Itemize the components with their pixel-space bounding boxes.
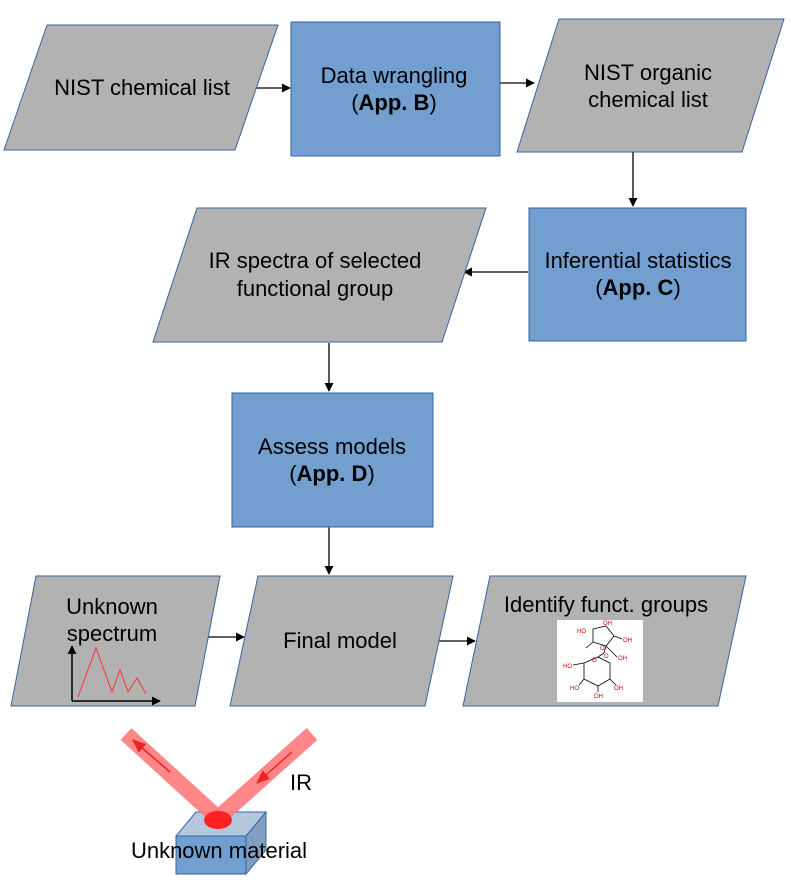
node-nist-organic-chemical-list: NIST organic chemical list [516, 18, 785, 153]
node-label: Data wrangling [321, 63, 468, 88]
molecule-structure-icon: HO OH O O OH OH HO O OH HO OH [557, 620, 643, 702]
node-label-line2: chemical list [588, 87, 708, 112]
node-label-line1: Unknown [66, 594, 158, 619]
node-data-wrangling: Data wrangling (App. B) [290, 21, 501, 157]
unknown-material-label: Unknown material [131, 838, 307, 863]
svg-text:OH: OH [603, 621, 612, 627]
node-label-line1: NIST organic [584, 60, 712, 85]
svg-text:O: O [592, 658, 597, 664]
node-inferential-statistics: Inferential statistics (App. C) [528, 207, 747, 342]
svg-text:OH: OH [614, 686, 623, 692]
node-label: Identify funct. groups [504, 592, 708, 617]
node-appendix-ref: (App. B) [351, 90, 437, 115]
node-label: Final model [283, 628, 397, 653]
node-label: NIST chemical list [54, 75, 230, 100]
node-label-line2: spectrum [67, 621, 157, 646]
svg-text:O: O [604, 654, 609, 660]
node-appendix-ref: (App. D) [289, 461, 375, 486]
ir-measurement-illustration: IR Unknown material [120, 728, 318, 876]
svg-text:O: O [600, 646, 605, 652]
node-assess-models: Assess models (App. D) [231, 392, 434, 528]
node-label: Assess models [258, 434, 406, 459]
node-label: Inferential statistics [544, 248, 731, 273]
svg-text:OH: OH [623, 638, 632, 644]
svg-text:HO: HO [577, 629, 586, 635]
node-label-line2: functional group [237, 276, 394, 301]
ir-spot [204, 811, 232, 829]
node-appendix-ref: (App. C) [595, 275, 681, 300]
svg-text:OH: OH [594, 694, 603, 700]
node-final-model: Final model [229, 575, 454, 707]
svg-text:HO: HO [563, 664, 572, 670]
spectrum-icon [67, 645, 161, 706]
node-ir-spectra: IR spectra of selected functional group [152, 207, 487, 343]
ir-beam-incoming [212, 728, 318, 824]
svg-text:OH: OH [618, 656, 627, 662]
node-nist-chemical-list: NIST chemical list [3, 24, 279, 151]
svg-text:HO: HO [570, 686, 579, 692]
ir-beam-reflected [120, 728, 224, 824]
ir-beam-label: IR [290, 770, 312, 795]
node-identify-groups: Identify funct. groups HO OH O O OH OH H… [462, 575, 747, 707]
node-label-line1: IR spectra of selected [209, 248, 422, 273]
node-unknown-spectrum: Unknown spectrum [10, 575, 221, 707]
